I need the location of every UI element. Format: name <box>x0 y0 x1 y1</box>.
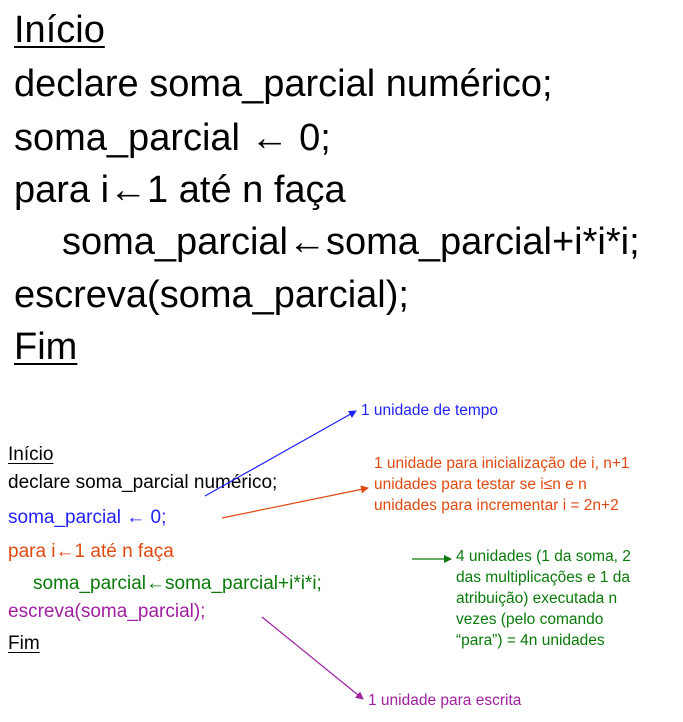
top-line-init: soma_parcial ← 0; <box>14 117 331 159</box>
top-line-escreva: escreva(soma_parcial); <box>14 274 409 316</box>
bottom-line-escreva: escreva(soma_parcial); <box>8 601 206 622</box>
top-line-body: soma_parcial←soma_parcial+i*i*i; <box>62 221 640 263</box>
annotation-orange: 1 unidade para inicialização de i, n+1 u… <box>374 455 630 514</box>
annotation-purple: 1 unidade para escrita <box>368 692 522 709</box>
arrow-purple <box>261 616 364 700</box>
arrow-blue <box>204 410 357 497</box>
bottom-line-para: para i←1 até n faça <box>8 541 174 562</box>
bottom-line-fim: Fim <box>8 633 40 654</box>
bottom-line-inicio: Início <box>8 444 54 465</box>
arrow-orange <box>221 485 369 519</box>
bottom-line-body: soma_parcial←soma_parcial+i*i*i; <box>33 573 322 594</box>
bottom-line-init: soma_parcial ← 0; <box>8 507 167 528</box>
annotation-blue: 1 unidade de tempo <box>361 402 499 419</box>
bottom-line-declare: declare soma_parcial numérico; <box>8 472 278 493</box>
top-line-fim: Fim <box>14 326 78 368</box>
annotation-green: 4 unidades (1 da soma, 2 das multiplicaç… <box>456 548 631 649</box>
top-line-inicio: Início <box>14 9 105 51</box>
top-line-declare: declare soma_parcial numérico; <box>14 63 553 105</box>
top-line-para: para i←1 até n faça <box>14 169 346 211</box>
